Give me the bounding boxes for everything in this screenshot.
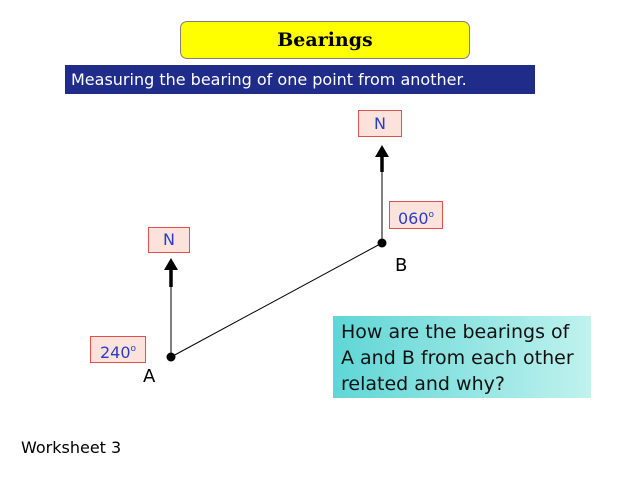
question-line-1: How are the bearings of [341,321,570,343]
north-tag-b: N [358,110,402,137]
bearing-tag-b: 060o [389,201,443,229]
question-line-2: A and B from each other [341,347,574,369]
bearing-tag-a: 240o [90,336,146,363]
north-tag-b-label: N [374,114,386,133]
bearing-a-value: 240 [99,343,131,362]
point-a-label: A [143,366,156,387]
point-b-dot [377,238,387,248]
title-box: Bearings [180,21,470,59]
page-title: Bearings [277,29,373,51]
bearing-a-degree: o [130,344,137,354]
worksheet-label: Worksheet 3 [21,438,122,457]
question-box: How are the bearings of A and B from eac… [333,316,591,398]
subtitle-banner: Measuring the bearing of one point from … [65,65,535,94]
north-tag-a-label: N [163,230,175,249]
line-a-b [170,242,383,358]
north-arrow-b [375,145,389,172]
point-b-label: B [395,255,408,276]
question-line-3: related and why? [341,373,505,395]
point-a-dot [166,352,176,362]
north-arrow-a [164,258,178,287]
bearing-b-value: 060 [397,209,429,228]
north-tag-a: N [148,227,190,253]
bearing-b-degree: o [428,210,435,220]
